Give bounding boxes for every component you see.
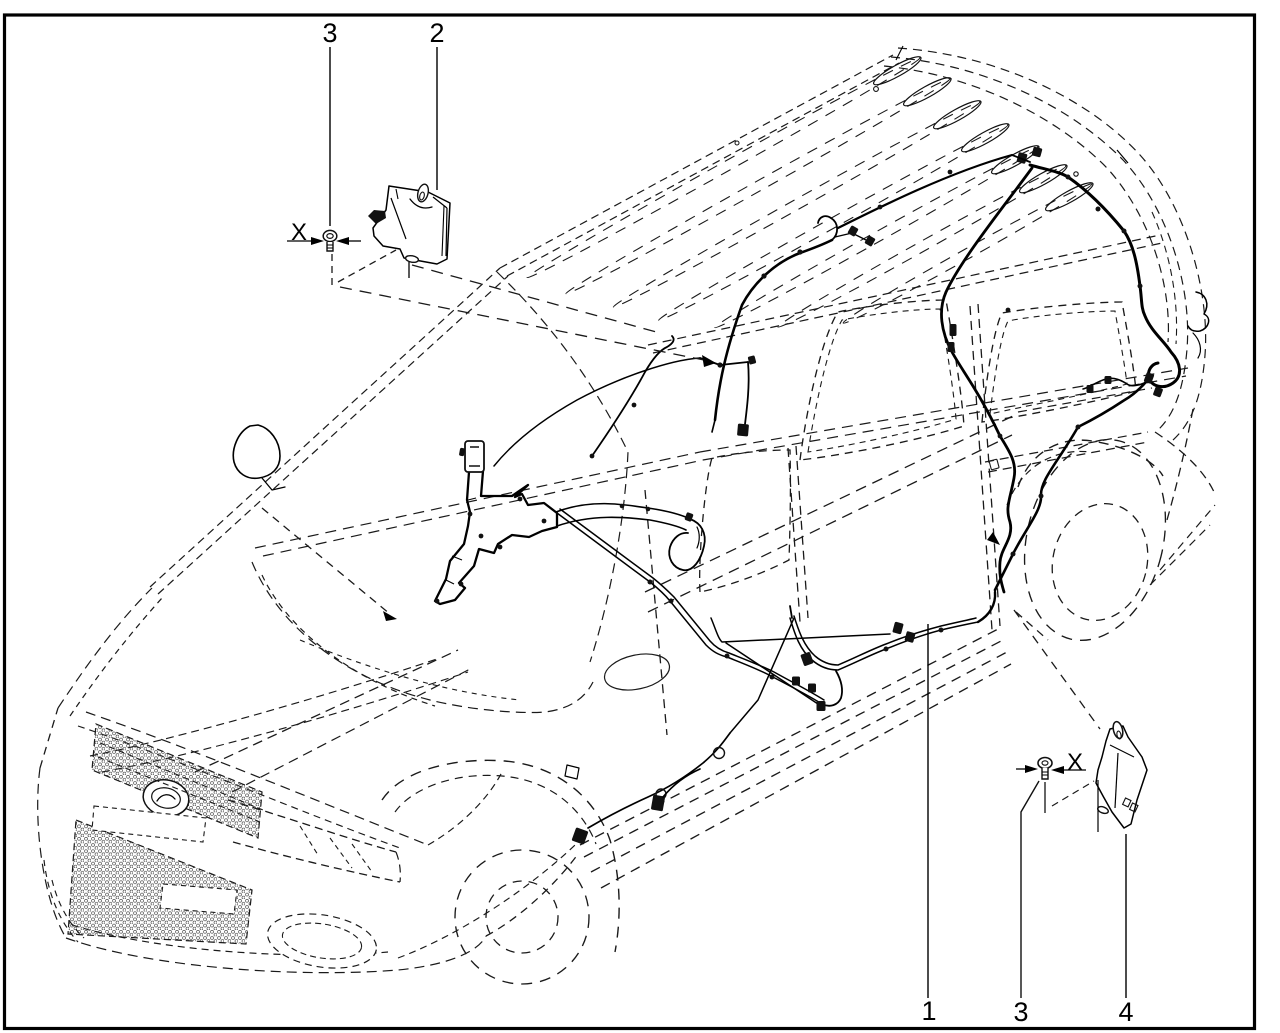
svg-text:4: 4 (1118, 997, 1133, 1027)
svg-text:X: X (1067, 749, 1083, 776)
svg-text:3: 3 (322, 18, 337, 48)
svg-text:1: 1 (921, 996, 936, 1026)
svg-text:3: 3 (1013, 997, 1028, 1027)
svg-text:X: X (291, 219, 307, 246)
svg-text:2: 2 (429, 18, 444, 48)
